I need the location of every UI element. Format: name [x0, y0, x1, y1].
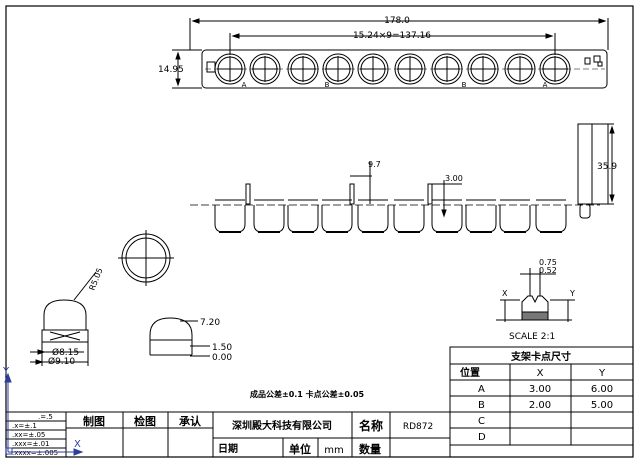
top-cavity: [249, 53, 281, 85]
tol-row-3: .xx=±.05: [12, 431, 45, 439]
dim-dia-inner: Ø8.15: [52, 347, 79, 358]
dim-pin-width-1: 0.75: [539, 258, 557, 267]
point-table-row-b-y: 5.00: [591, 400, 613, 411]
tolerance-note: 成品公差±0.1 卡点公差±0.05: [250, 389, 365, 399]
title-block-check: 检图: [134, 414, 156, 428]
top-cavity: [357, 53, 389, 85]
side-cup: [287, 199, 319, 233]
top-cavity: [214, 53, 246, 85]
title-block-unit-value: mm: [324, 445, 343, 456]
marker-a-left: A: [242, 81, 247, 89]
dim-height-top: 7.20: [200, 318, 220, 328]
title-block-name-value: RD872: [403, 422, 433, 432]
title-block-unit-label: 单位: [289, 442, 311, 456]
point-table-header-position: 位置: [460, 366, 480, 379]
dim-dia-outer: Ø9.10: [48, 356, 75, 367]
dim-height-mid: 1.50: [212, 343, 232, 353]
dim-strip-height: 14.95: [158, 65, 184, 75]
tol-row-4: .xxx=±.01: [12, 440, 50, 448]
top-cavity: [539, 53, 571, 85]
side-cup: [393, 199, 425, 233]
top-cavity: [394, 53, 426, 85]
top-cavity: [504, 53, 536, 85]
side-cup: [535, 199, 567, 233]
side-view-cups: [214, 199, 567, 233]
dim-tab-height-2: 3.00: [445, 174, 463, 183]
point-table-row-c-label: C: [478, 416, 485, 427]
top-cavity: [431, 53, 463, 85]
point-table-row-b-label: B: [478, 400, 485, 411]
title-block-draw: 制图: [83, 414, 105, 428]
side-view: [190, 123, 615, 219]
point-table-title: 支架卡点尺寸: [510, 350, 571, 363]
side-cup: [465, 199, 497, 233]
marker-b-left: B: [325, 81, 330, 89]
point-table-row-d-label: D: [478, 432, 486, 443]
scale-label: SCALE 2:1: [509, 332, 555, 342]
axis-y-label: Y: [2, 366, 10, 377]
title-block-approve: 承认: [179, 414, 202, 428]
dim-total-length: 178.0: [384, 16, 410, 26]
axis-indicator: [4, 372, 84, 456]
marker-b-right: B: [462, 81, 467, 89]
title-block-name-label: 名称: [359, 418, 383, 433]
pin-label-y: Y: [569, 289, 575, 298]
cavity-detail: [118, 230, 174, 286]
point-table-grid: [449, 346, 634, 446]
side-cup: [431, 199, 463, 233]
top-cavity: [287, 53, 319, 85]
tol-row-2: .x=±.1: [12, 422, 37, 430]
point-table-row-a-label: A: [478, 384, 485, 395]
lens-profile-left: [30, 271, 97, 366]
axis-x-label: X: [74, 439, 81, 450]
tol-row-1: .=.5: [38, 413, 53, 421]
pin-detail: [496, 268, 575, 322]
title-block-qty-label: 数量: [359, 442, 381, 456]
point-table-row-b-x: 2.00: [529, 400, 551, 411]
title-block-company: 深圳殿大科技有限公司: [232, 419, 332, 432]
title-block-date-label: 日期: [218, 442, 238, 455]
lens-profile-right: [149, 317, 210, 357]
point-table-header-y: Y: [598, 368, 606, 379]
point-table-header-x: X: [537, 368, 544, 379]
side-cup: [499, 199, 531, 233]
side-cup: [321, 199, 353, 233]
top-cavity: [322, 53, 354, 85]
dim-pin-width-2: 0.52: [539, 266, 557, 275]
side-cup: [357, 199, 389, 233]
tol-row-5: .xxxx=±.005: [12, 449, 58, 457]
dim-post-height: 35.9: [597, 162, 617, 172]
point-table-row-a-y: 6.00: [591, 384, 613, 395]
side-cup: [253, 199, 285, 233]
top-cavity: [467, 53, 499, 85]
title-block-grid: [5, 411, 451, 458]
dim-height-base: 0.00: [212, 353, 232, 363]
pin-label-x: X: [502, 289, 508, 298]
dim-tab-height-1: 9.7: [368, 160, 381, 169]
side-cup: [214, 199, 246, 233]
dim-pitch: 15.24×9=137.16: [353, 31, 431, 41]
top-view-cavities: [214, 53, 571, 85]
marker-a-right: A: [543, 81, 548, 89]
point-table-row-a-x: 3.00: [529, 384, 551, 395]
